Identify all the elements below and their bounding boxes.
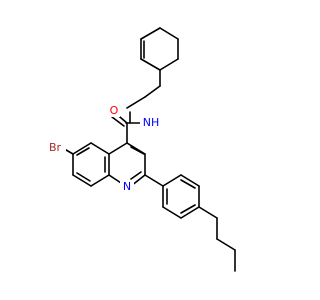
bond (159, 58, 179, 71)
bond (72, 174, 92, 187)
bond (90, 174, 110, 187)
butyl-chain (198, 206, 236, 272)
bond (72, 142, 92, 155)
atom-label-amide-nitrogen: NH (140, 115, 162, 129)
molecule-structure: O NH N Br (44, 27, 236, 272)
atom-label-bromine: Br (44, 141, 66, 155)
quinoline-benzo-ring (72, 142, 110, 187)
molecule-canvas: O NH N Br (44, 27, 236, 272)
bond (90, 142, 110, 155)
bond (140, 58, 161, 71)
amide-group (111, 111, 145, 144)
bond (140, 27, 161, 40)
oxygen-label: O (110, 104, 119, 117)
bond (108, 142, 128, 155)
bond (108, 174, 122, 184)
atom-label-oxygen: O (108, 103, 120, 117)
bond (76, 147, 90, 156)
bond (76, 172, 91, 182)
phenyl-ring (162, 174, 200, 219)
amide-nitrogen-label: NH (143, 116, 160, 129)
bond (144, 85, 161, 98)
bond (180, 174, 200, 187)
bond (111, 116, 125, 127)
bond (180, 204, 196, 214)
bond (130, 171, 142, 180)
bond (162, 206, 182, 219)
ring-nitrogen-label: N (123, 180, 131, 193)
bond (180, 179, 196, 189)
bond (216, 238, 236, 251)
bond (159, 27, 179, 40)
bond (144, 174, 164, 187)
bond (126, 96, 146, 109)
bond (180, 206, 200, 219)
bond (198, 206, 218, 219)
cyclohexene-ring (140, 27, 179, 71)
bond (162, 174, 182, 187)
bond (130, 146, 145, 155)
atom-label-ring-nitrogen: N (120, 180, 134, 194)
ethyl-linker (126, 69, 161, 109)
bromine-label: Br (49, 141, 62, 154)
